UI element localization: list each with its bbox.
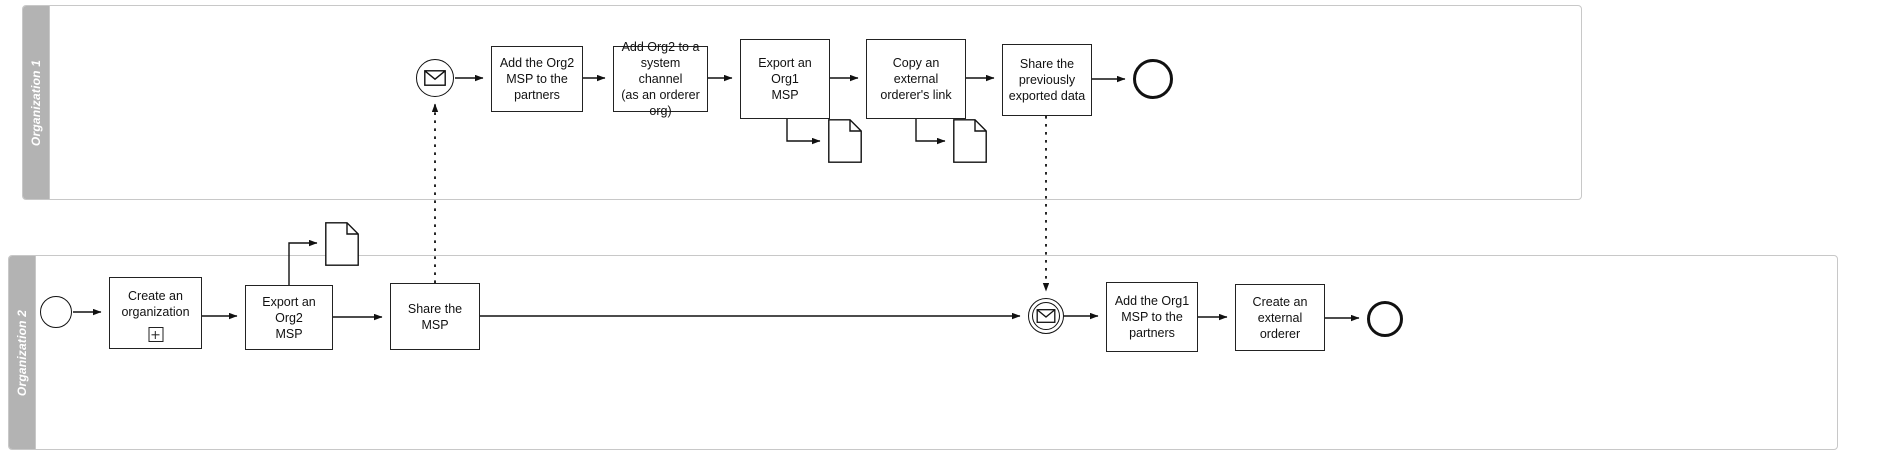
end-event-org1[interactable] <box>1133 59 1173 99</box>
task-copy-external-orderer-link[interactable]: Copy an external orderer's link <box>866 39 966 119</box>
envelope-icon <box>1036 309 1056 323</box>
task-add-org2-to-system-channel[interactable]: Add Org2 to a system channel (as an orde… <box>613 40 708 118</box>
task-create-an-organization-label: Create an organization <box>121 289 190 319</box>
envelope-icon <box>424 70 446 86</box>
task-share-previously-exported-data[interactable]: Share the previously exported data <box>1002 44 1092 116</box>
sub-process-plus-icon <box>148 327 163 342</box>
pool-label-organization-2: Organization 2 <box>9 256 36 449</box>
message-intermediate-catch-event-org2[interactable] <box>1028 298 1064 334</box>
pool-organization-2[interactable]: Organization 2 <box>8 255 1838 450</box>
event-inner-ring <box>1031 301 1061 331</box>
data-object-external-orderer-link[interactable] <box>953 119 987 163</box>
pool-label-organization-1: Organization 1 <box>23 6 50 199</box>
pool-title-organization-1: Organization 1 <box>29 59 43 146</box>
data-object-org2-msp-export[interactable] <box>325 222 359 266</box>
task-share-the-msp[interactable]: Share the MSP <box>390 283 480 350</box>
pool-title-organization-2: Organization 2 <box>15 309 29 396</box>
data-object-org1-msp-export[interactable] <box>828 119 862 163</box>
task-add-org2-msp-to-partners[interactable]: Add the Org2 MSP to the partners <box>491 46 583 112</box>
start-event-org2[interactable] <box>40 296 72 328</box>
message-start-event-org1[interactable] <box>416 59 454 97</box>
task-create-an-external-orderer[interactable]: Create an external orderer <box>1235 284 1325 351</box>
end-event-org2[interactable] <box>1367 301 1403 337</box>
task-export-an-org1-msp[interactable]: Export an Org1 MSP <box>740 39 830 119</box>
task-add-the-org1-msp-to-partners[interactable]: Add the Org1 MSP to the partners <box>1106 282 1198 352</box>
task-create-an-organization[interactable]: Create an organization <box>109 277 202 349</box>
task-export-an-org2-msp[interactable]: Export an Org2 MSP <box>245 285 333 350</box>
